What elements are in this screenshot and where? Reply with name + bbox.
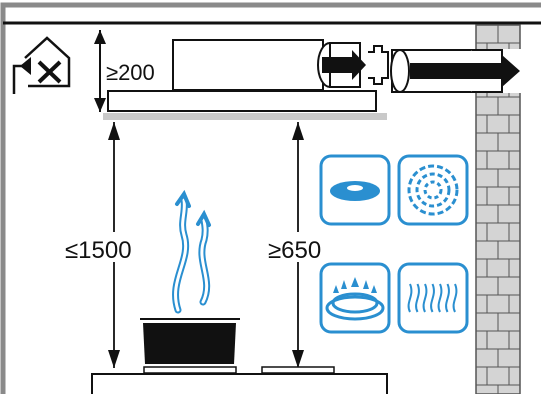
exhaust-duct: [390, 49, 520, 93]
electric-hotplate-icon: [319, 154, 391, 226]
min-height-label: ≥650: [268, 237, 321, 264]
cooktop: [91, 366, 388, 394]
steam-icon: [172, 189, 211, 314]
clearance-top-label: ≥200: [106, 60, 155, 85]
clearance-top-dimension: [94, 30, 106, 112]
flex-connector-icon: [368, 45, 389, 85]
cooking-pot-icon: [140, 318, 240, 364]
radiant-heater-icon: [397, 262, 469, 334]
house-with-cross-icon: [12, 36, 71, 94]
extractor-hood: [103, 39, 387, 120]
max-height-label: ≤1500: [65, 237, 132, 264]
induction-coil-icon: [397, 154, 469, 226]
gas-burner-icon: [319, 262, 391, 334]
